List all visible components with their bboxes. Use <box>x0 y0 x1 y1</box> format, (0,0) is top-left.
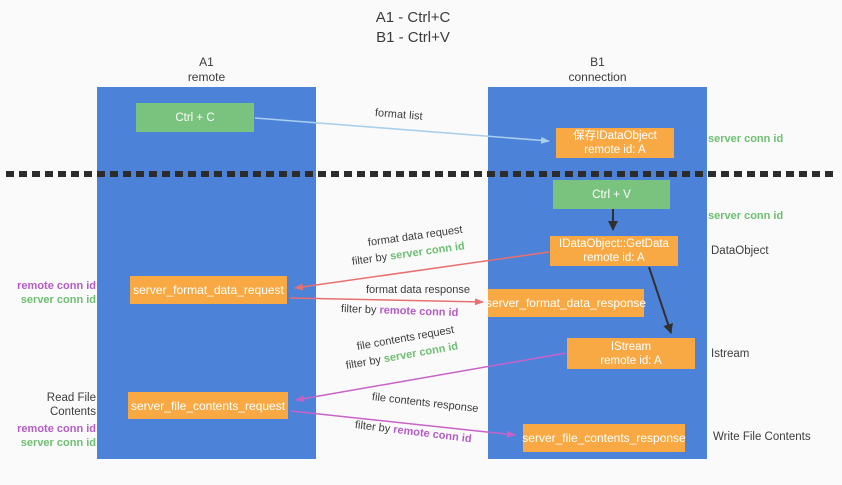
format-data-response-arrow <box>289 297 484 306</box>
filter-by-remote-conn-id-label-2: filter by remote conn id <box>354 419 472 445</box>
getdata-line1: IDataObject::GetData <box>559 238 669 250</box>
left-column-name: A1 <box>199 55 214 69</box>
left-column-header: A1 remote <box>97 55 316 85</box>
server-file-contents-response-label: server_file_contents_response <box>522 431 686 445</box>
remote-conn-id-text: remote conn id <box>392 423 473 446</box>
format-data-response-label: format data response <box>366 284 470 296</box>
save-idataobject-line2: remote id: A <box>584 144 646 156</box>
istream-annotation: Istream <box>711 348 750 360</box>
right-column-role: connection <box>568 70 627 84</box>
filter-by-text: filter by <box>340 303 377 317</box>
format-list-label: format list <box>374 107 424 123</box>
server-conn-id-annotation-top: server conn id <box>708 133 784 145</box>
title-line-b1: B1 - Ctrl+V <box>376 29 450 46</box>
diagram-title: A1 - Ctrl+C B1 - Ctrl+V <box>293 8 533 48</box>
server-conn-id-annotation: server conn id <box>20 294 96 306</box>
filter-by-remote-conn-id-label-1: filter by remote conn id <box>341 303 459 319</box>
right-column-name: B1 <box>590 55 605 69</box>
file-request-annotations: Read File Contents remote conn id server… <box>0 391 96 450</box>
filter-by-text: filter by <box>354 419 391 436</box>
write-file-contents-annotation: Write File Contents <box>713 431 811 443</box>
left-column-role: remote <box>187 70 226 84</box>
ctrl-c-label: Ctrl + C <box>175 111 215 124</box>
title-line-a1: A1 - Ctrl+C <box>375 9 451 26</box>
server-file-contents-request-label: server_file_contents_request <box>130 398 286 413</box>
ctrl-v-node: Ctrl + V <box>553 180 670 209</box>
read-file-contents-annotation: Read File Contents <box>46 392 96 418</box>
save-idataobject-node: 保存IDataObject remote id: A <box>556 128 674 158</box>
server-file-contents-response-node: server_file_contents_response <box>522 424 686 452</box>
filter-by-text: filter by <box>344 353 382 372</box>
server-format-data-response-label: server_format_data_response <box>485 296 647 310</box>
file-contents-response-label: file contents response <box>371 391 480 416</box>
server-file-contents-request-node: server_file_contents_request <box>128 392 288 419</box>
istream-line2: remote id: A <box>600 354 662 367</box>
istream-line1: IStream <box>610 340 652 353</box>
dataobject-annotation: DataObject <box>711 245 769 257</box>
format-request-conn-ids: remote conn id server conn id <box>0 279 96 307</box>
remote-conn-id-annotation: remote conn id <box>17 280 96 292</box>
save-idataobject-line1: 保存IDataObject <box>573 130 657 142</box>
getdata-line2: remote id: A <box>583 252 645 264</box>
filter-by-text: filter by <box>351 251 388 268</box>
server-conn-id-annotation: server conn id <box>20 437 96 449</box>
phase-separator-dotted-line <box>6 171 836 177</box>
server-format-data-request-node: server_format_data_request <box>130 276 287 304</box>
right-column-header: B1 connection <box>488 55 707 85</box>
server-format-data-response-node: server_format_data_response <box>485 289 647 317</box>
server-format-data-request-label: server_format_data_request <box>133 283 284 297</box>
ctrl-v-label: Ctrl + V <box>592 188 631 201</box>
idataobject-getdata-node: IDataObject::GetData remote id: A <box>550 236 678 266</box>
remote-conn-id-text: remote conn id <box>379 304 459 320</box>
server-conn-id-annotation-mid: server conn id <box>708 210 784 222</box>
istream-node: IStream remote id: A <box>567 338 695 369</box>
remote-conn-id-annotation: remote conn id <box>17 423 96 435</box>
ctrl-c-node: Ctrl + C <box>136 103 254 132</box>
